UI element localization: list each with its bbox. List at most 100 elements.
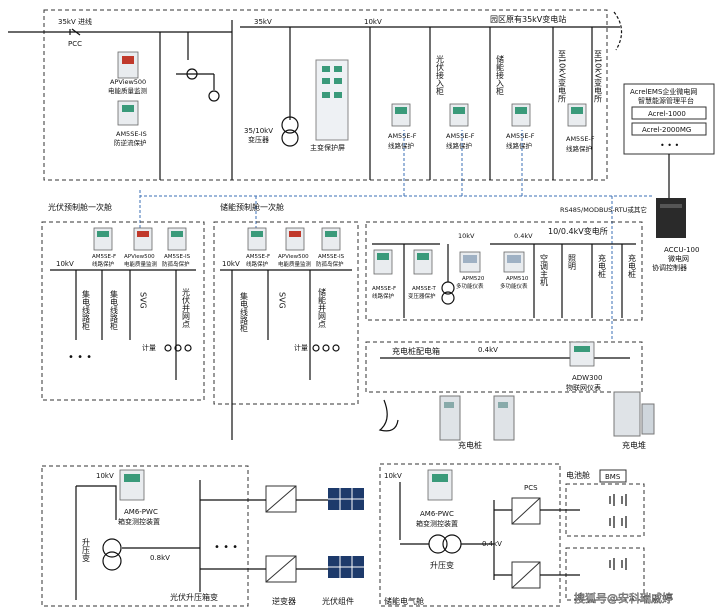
pv-grid-point: 光伏并网点: [182, 287, 191, 329]
es-hut-title: 储能预制舱一次舱: [220, 202, 284, 212]
relay3-desc: 线路保护: [506, 141, 532, 150]
charge-box-title: 充电桩配电箱: [392, 346, 440, 356]
inverter-icon-1: [265, 485, 297, 513]
es-meter-icon: [312, 344, 340, 352]
adw300-model: ADW300: [572, 374, 602, 382]
am5se-is-top-label: AM5SE-IS: [116, 130, 147, 138]
battery-title: 电池舱: [566, 470, 590, 480]
es-grid-point: 储能并网点: [318, 287, 327, 329]
apview-top-label: APView500: [110, 78, 146, 86]
relay1-model: AM5SE-F: [388, 132, 417, 140]
apm520-desc: 多功能仪表: [456, 282, 484, 290]
comm-bus-top: [139, 190, 654, 197]
charge2-label: 充电桩: [628, 253, 637, 279]
bms-label: BMS: [605, 473, 621, 481]
am5se-f-relay-3: [511, 103, 531, 127]
es-apview500: [285, 227, 305, 251]
sub-04kv-title: 10/0.4kV变电所: [548, 226, 608, 236]
pv-boost-transformer-2: [102, 551, 122, 571]
transformer-label: 35/10kV: [244, 127, 273, 135]
es-am5se-is: [321, 227, 341, 251]
relay2-model: AM5SE-F: [446, 132, 475, 140]
pv-apview-desc: 电能质量监测: [124, 260, 158, 268]
pv-box-hv-line: [76, 485, 117, 520]
platform-row1: Acrel-1000: [648, 110, 686, 118]
am6-pwc-device-b: [427, 469, 453, 501]
es-apview-desc: 电能质量监测: [278, 260, 312, 268]
pcs-label: PCS: [524, 484, 538, 492]
charge-pile-label: 充电桩: [458, 440, 482, 450]
relay4-desc: 线路保护: [566, 144, 592, 153]
es-svg: SVG: [278, 292, 287, 309]
label-10kv-top: 10kV: [364, 18, 382, 26]
label-35kv: 35kV: [254, 18, 272, 26]
apm510-desc: 多功能仪表: [500, 282, 528, 290]
battery-rack-2: [565, 547, 645, 601]
pv-module-icon-2: [328, 556, 364, 578]
sub-relay-model: AM5SE-F: [372, 286, 396, 292]
pv-is-desc: 防孤岛保护: [162, 260, 190, 268]
ac-host-label: 空调主机: [540, 253, 549, 287]
watermark: 搜狐号@安科瑞戚婷: [574, 591, 673, 605]
pv-is-model: AM5SE-IS: [164, 254, 191, 260]
apm520-meter: [459, 251, 481, 273]
pv-apview500: [133, 227, 153, 251]
pv-hut-10kv: 10kV: [56, 260, 74, 268]
accu-model: ACCU-100: [664, 246, 699, 254]
am6a-model: AM6-PWC: [124, 508, 158, 516]
battery-cell-icons-2: [540, 558, 627, 576]
charging-stack-icon: [613, 391, 655, 437]
apview500-device-top: [117, 51, 139, 79]
pv-box-10kv: 10kV: [96, 472, 114, 480]
apm520-model: APM520: [462, 276, 485, 282]
charge1-label: 充电桩: [598, 253, 607, 279]
battery-cell-icons-1: [540, 494, 627, 528]
am5se-f-relay-1: [391, 103, 411, 127]
pcs-icon-1: [511, 497, 541, 525]
to-sub2-label: 至10kV变电所: [594, 50, 603, 103]
label-incoming: 35kV 进线: [58, 17, 92, 26]
pv-collect2: 集电线路柜: [110, 289, 119, 331]
pv-cab-label: 光伏接入柜: [436, 54, 445, 96]
relay3-model: AM5SE-F: [506, 132, 535, 140]
accu-100-controller: [656, 198, 686, 238]
main-protection-cabinet: [315, 59, 349, 141]
bus-continuation-icon: [613, 11, 623, 51]
sub-trans-model: AM5SE-T: [412, 286, 436, 292]
am6a-desc: 箱变测控装置: [118, 517, 160, 526]
pv-svg: SVG: [139, 292, 148, 309]
pv-hut-box: [41, 221, 205, 401]
pv-boost-label: 升压变: [82, 538, 91, 563]
pt-transformer-icon-2: [208, 90, 220, 102]
charge-box: [365, 341, 643, 393]
am5se-is-top-desc: 防逆流保护: [114, 138, 147, 147]
adw300-iot-meter: [569, 341, 595, 367]
pv-boost-box: [41, 465, 249, 607]
transformer-desc: 变压器: [248, 135, 269, 144]
sub-10kv-label: 10kV: [458, 232, 475, 240]
pv-boost-title: 光伏升压箱变: [170, 592, 218, 602]
es-electric-title: 储能电气舱: [384, 596, 424, 606]
am5se-f-relay-2: [449, 103, 469, 127]
pv-box-dots: • • •: [214, 542, 238, 553]
es-relay-am5se-f: [247, 227, 267, 251]
apview-top-desc: 电能质量监测: [108, 86, 148, 95]
pv-apview-model: APView500: [124, 254, 155, 260]
am5se-is-device-top: [117, 100, 139, 126]
pv-relay-desc: 线路保护: [92, 260, 115, 268]
label-pcc: PCC: [68, 40, 82, 48]
platform-title1: AcrelEMS企业微电网: [630, 87, 697, 96]
transformer-winding-2: [281, 129, 299, 147]
apm510-meter: [503, 251, 525, 273]
es-boost-label: 升压变: [430, 560, 454, 570]
am5se-f-relay-4: [567, 103, 587, 127]
charge-box-04kv: 0.4kV: [478, 346, 498, 354]
protocol-label: RS485/MODBUS-RTU或其它: [560, 205, 647, 214]
sub-relay-am5se-t: [413, 249, 433, 275]
platform-title2: 智慧能源管理平台: [638, 96, 694, 105]
pv-meter-label: 计量: [142, 343, 156, 352]
am6b-desc: 箱变测控装置: [416, 519, 458, 528]
adw300-desc: 物联网仪表: [566, 383, 601, 392]
ev-charger-icon-2: [493, 395, 515, 441]
